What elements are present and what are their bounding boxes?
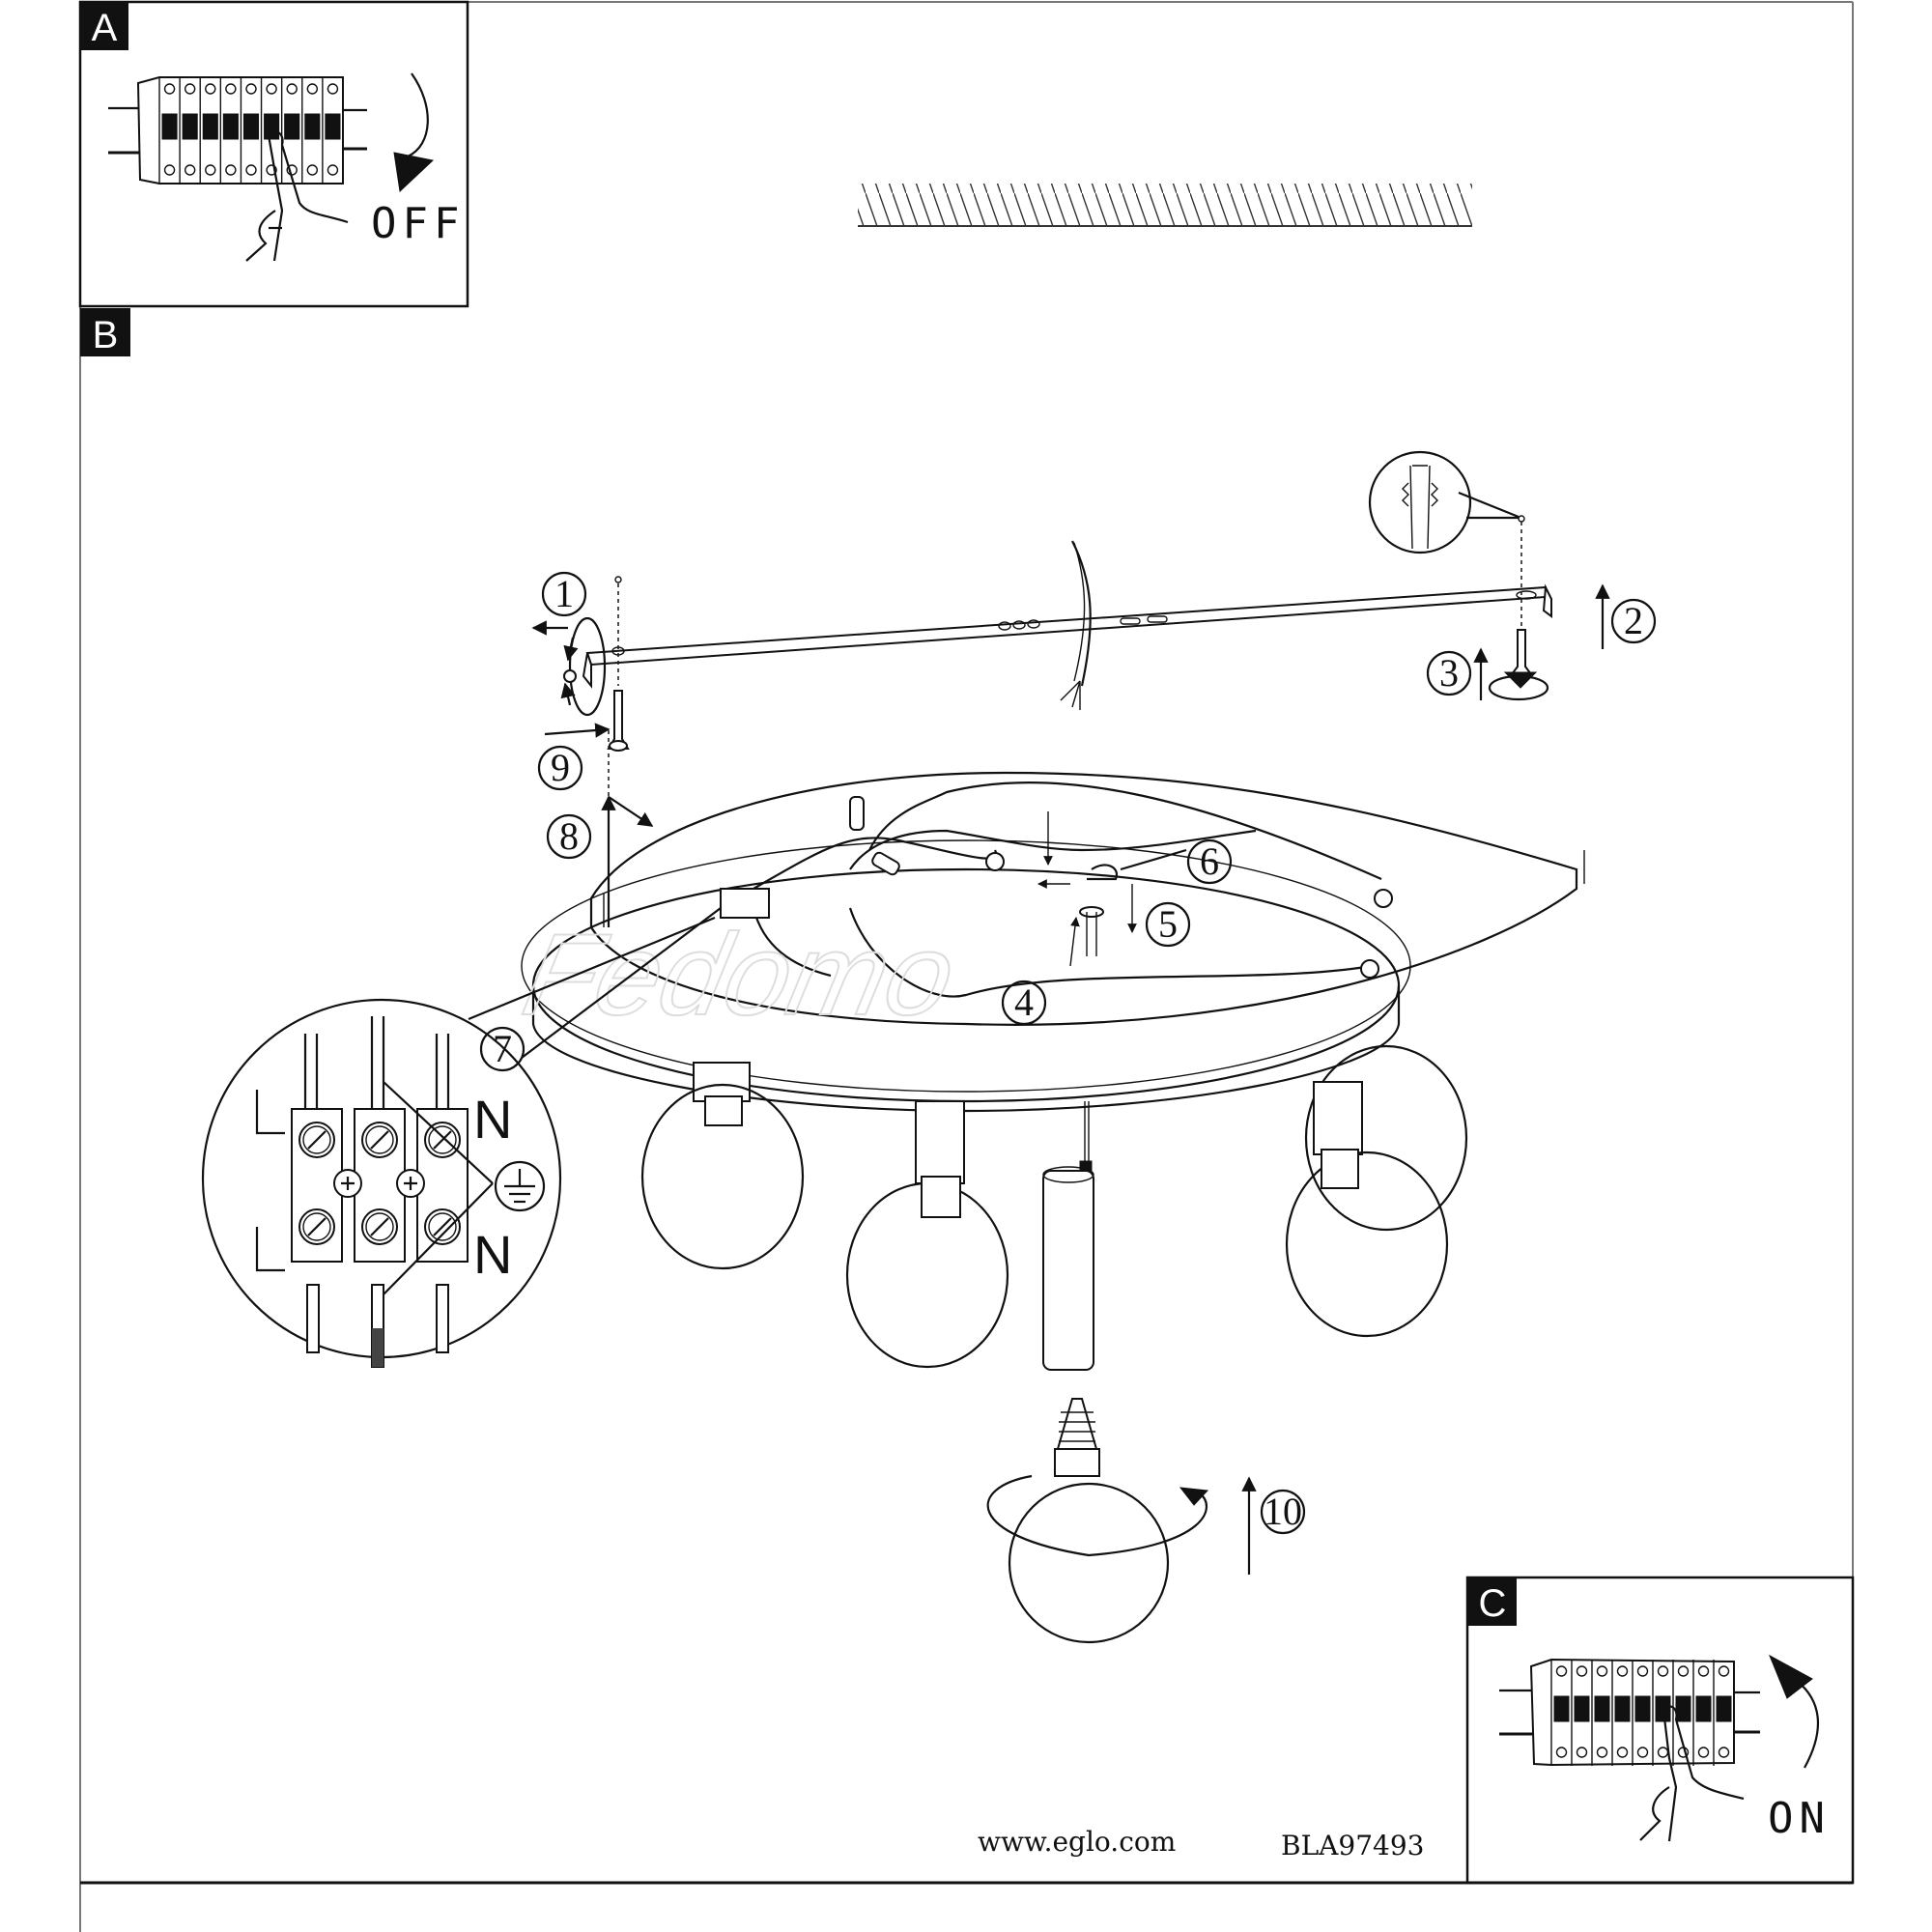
step-number: 4 — [1014, 980, 1034, 1024]
hand-icon — [245, 130, 349, 262]
circuit-breaker-icon — [108, 76, 367, 185]
neutral-top-label: N — [473, 1089, 512, 1150]
breaker-switch — [202, 113, 218, 140]
step-10-marker: 10 — [1260, 1489, 1306, 1535]
breaker-switch — [1574, 1695, 1590, 1722]
breaker-switch — [182, 113, 198, 140]
breaker-switch — [1634, 1695, 1651, 1722]
cable-wires — [1060, 680, 1081, 710]
breaker-switch — [1695, 1695, 1712, 1722]
step-markers: 1 2 3 4 56 7 8 9 10 — [479, 571, 1657, 1535]
step-7-marker: 7 — [479, 1026, 526, 1072]
panel-c: C ON — [1465, 1576, 1855, 1885]
breaker-switch — [1614, 1695, 1631, 1722]
wall-plug-detail — [1368, 450, 1520, 554]
wiring-detail: N N — [201, 907, 722, 1368]
hook-icon — [1087, 864, 1119, 881]
earth-ground-icon — [494, 1160, 546, 1212]
step-number: 7 — [493, 1027, 512, 1070]
ceiling-hatch — [858, 184, 1472, 227]
breaker-switch — [1675, 1695, 1691, 1722]
wires-bottom — [306, 1284, 449, 1368]
breaker-switch — [304, 113, 321, 140]
watermark: Fedomo — [513, 909, 966, 1038]
panel-b-letter: B — [93, 314, 119, 356]
step-number: 2 — [1624, 599, 1643, 642]
panel-a-letter: A — [92, 7, 118, 49]
live-bottom-glyph — [255, 1227, 285, 1272]
step-1-marker: 1 — [541, 571, 587, 617]
circuit-breaker-icon — [1499, 1658, 1760, 1767]
panel-c-badge — [1467, 1577, 1517, 1626]
mounting-bracket — [582, 583, 1552, 689]
internal-wiring — [601, 781, 1393, 998]
mains-cable — [1071, 540, 1092, 687]
neutral-bottom-label: N — [473, 1224, 512, 1285]
pendant-cylinder — [1042, 1101, 1094, 1371]
breaker-switch — [222, 113, 239, 140]
step-9-marker: 9 — [537, 745, 583, 791]
step-2-marker: 2 — [1610, 598, 1657, 644]
arrow-head-icon — [393, 152, 435, 193]
step-number: 1 — [554, 572, 574, 615]
breaker-switch — [1594, 1695, 1610, 1722]
panel-a-badge — [80, 2, 128, 50]
rotate-down-arrow-icon — [407, 72, 429, 157]
step-number: 10 — [1264, 1490, 1302, 1533]
step-3-marker: 3 — [1426, 650, 1472, 696]
on-label: ON — [1768, 1794, 1831, 1843]
right-screw-icon — [1488, 515, 1549, 701]
breaker-switch — [1716, 1695, 1732, 1722]
wires-top — [303, 1016, 450, 1109]
breaker-switch — [161, 113, 178, 140]
breaker-switch — [284, 113, 300, 140]
page-frame — [79, 1, 1854, 1932]
wire-connector — [849, 796, 865, 831]
step-6-marker: 6 — [1186, 838, 1233, 885]
loose-bulb — [986, 1398, 1257, 1644]
panel-b-badge — [80, 308, 130, 356]
step-number: 3 — [1439, 651, 1459, 695]
document-code: BLA97493 — [1281, 1830, 1425, 1861]
rotate-up-arrow-icon — [1796, 1680, 1820, 1769]
step-8-marker: 8 — [546, 813, 592, 860]
step-5-marker: 5 — [1145, 901, 1191, 948]
breaker-switch — [325, 113, 341, 140]
arrow-head-icon — [1769, 1654, 1813, 1699]
step-number: 5 — [1158, 902, 1178, 946]
lamp-base — [521, 771, 1585, 1113]
hand-icon — [1639, 1705, 1745, 1842]
breaker-switch — [264, 113, 280, 140]
step-4-marker: 4 — [1001, 980, 1047, 1026]
panel-a: A OFF — [78, 0, 469, 308]
step-number: 8 — [559, 814, 579, 858]
breaker-switch — [242, 113, 260, 140]
terminal-blocks — [291, 1081, 494, 1295]
step-number: 6 — [1200, 839, 1219, 883]
panel-c-letter: C — [1479, 1582, 1507, 1625]
step-number: 9 — [551, 746, 570, 789]
breaker-switch — [1553, 1695, 1570, 1722]
terminal-block — [720, 888, 770, 919]
off-label: OFF — [371, 199, 465, 248]
left-screw-icon — [607, 576, 630, 752]
lamp-bulbs — [640, 1044, 1468, 1369]
website-link[interactable]: www.eglo.com — [978, 1826, 1177, 1858]
live-top-glyph — [255, 1090, 285, 1135]
